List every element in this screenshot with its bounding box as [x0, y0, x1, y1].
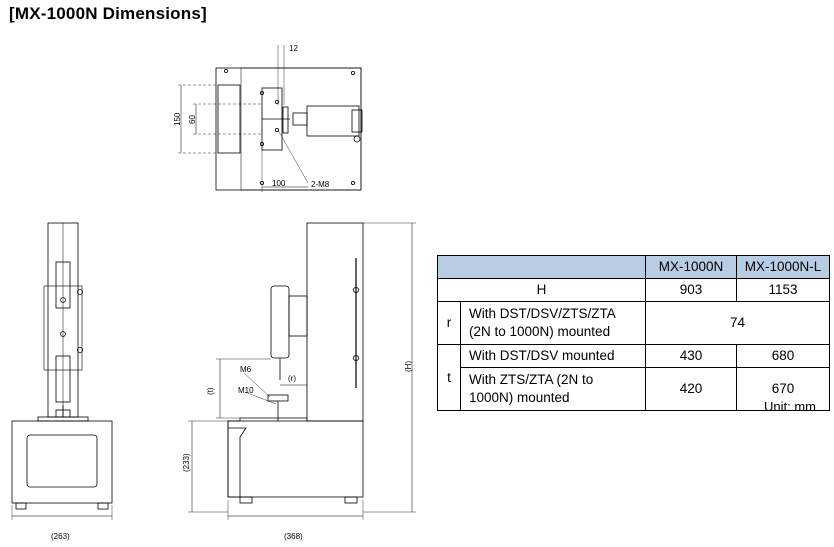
table-row: With ZTS/ZTA (2N to 1000N) mounted 420 6… [438, 367, 830, 411]
row-merged-value: 74 [645, 301, 830, 345]
row-mx1000n-value: 430 [645, 344, 737, 368]
dim-h-label: (H) [404, 361, 413, 372]
dim-263-label: (263) [51, 532, 70, 541]
table-row: r With DST/DSV/ZTS/ZTA (2N to 1000N) mou… [437, 301, 830, 345]
dimensions-table: MX-1000N MX-1000N-L H 903 1153 r With DS… [437, 255, 830, 411]
top-view-stand-column [217, 84, 241, 154]
top-view-gauge [306, 105, 360, 137]
header-mx1000n-l: MX-1000N-L [736, 255, 830, 279]
dim-150-label: 150 [173, 112, 182, 126]
row-mx1000n-value: 420 [645, 367, 737, 411]
dim-100-label: 100 [272, 179, 286, 188]
side-view-gauge [270, 285, 290, 359]
dim-60-label: 60 [188, 115, 197, 124]
unit-label: Unit: mm [764, 399, 816, 414]
side-view-column [306, 222, 364, 422]
row-mx1000n-l-value: 1153 [736, 278, 830, 302]
dim-368-label: (368) [284, 532, 303, 541]
page-title: [MX-1000N Dimensions] [9, 4, 207, 23]
row-mx1000n-l-value: 680 [736, 344, 830, 368]
dim-m10-label: M10 [238, 386, 254, 395]
table-header-row: MX-1000N MX-1000N-L [437, 255, 830, 279]
row-key: r [437, 301, 461, 345]
top-view [178, 45, 363, 192]
side-view-base [227, 420, 364, 498]
top-view-base-plate [215, 67, 362, 191]
row-label: With ZTS/ZTA (2N to 1000N) mounted [460, 367, 646, 411]
dim-m6-label: M6 [240, 365, 252, 374]
row-mx1000n-value: 903 [645, 278, 737, 302]
side-view [188, 222, 416, 520]
header-blank [437, 255, 646, 279]
row-key: t [437, 344, 461, 411]
row-label: With DST/DSV/ZTS/ZTA (2N to 1000N) mount… [460, 301, 646, 345]
front-view [11, 222, 113, 520]
row-label: H [437, 278, 646, 302]
table-row: t With DST/DSV mounted 430 680 [437, 344, 830, 411]
table-row: H 903 1153 [437, 278, 830, 302]
front-view-base [11, 420, 113, 504]
row-label: With DST/DSV mounted [460, 344, 646, 368]
dim-12-label: 12 [289, 44, 298, 53]
dim-2m8-label: 2-M8 [311, 180, 330, 189]
dim-t-label: (t) [206, 387, 215, 395]
header-mx1000n: MX-1000N [645, 255, 737, 279]
dim-233-label: (233) [182, 453, 191, 472]
dim-r-label: (r) [288, 374, 296, 383]
row-mx1000n-l-value: 670 [736, 367, 830, 411]
